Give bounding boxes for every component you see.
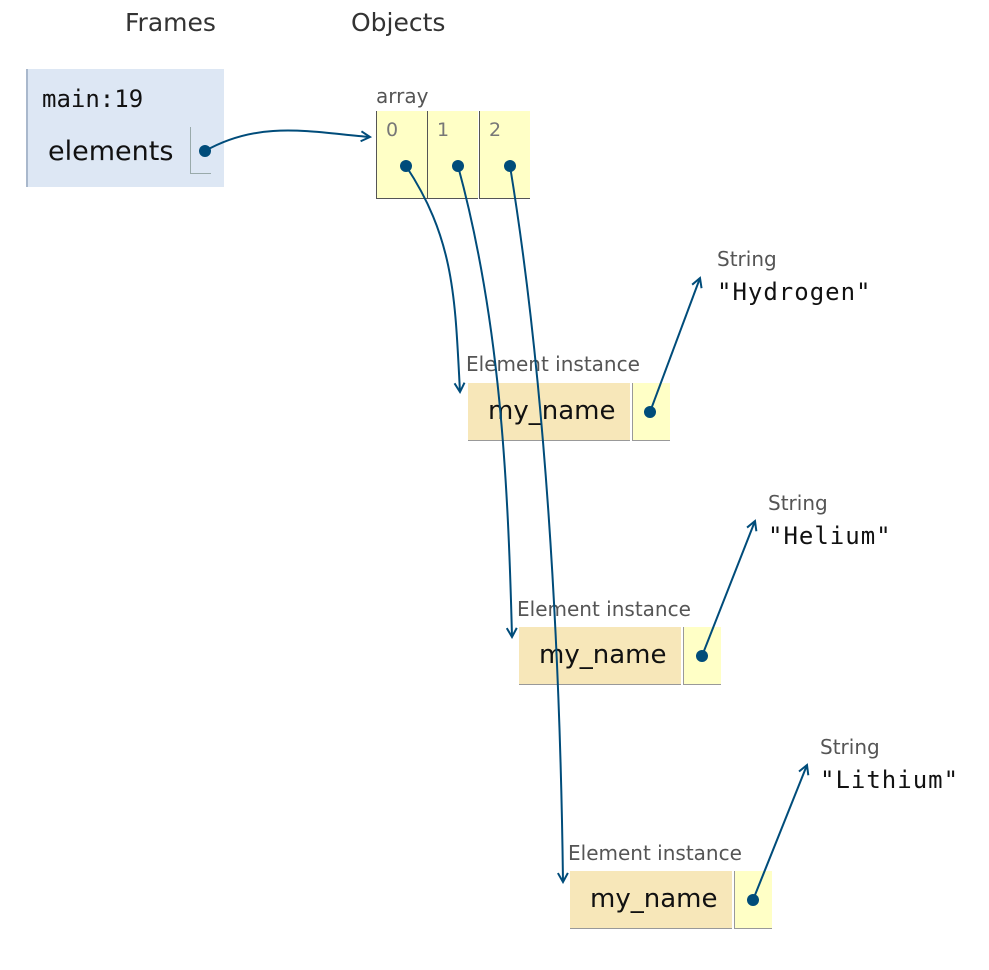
array-object: 0 1 2 (376, 111, 530, 200)
field-name: my_name (488, 396, 616, 426)
pointer-dot (644, 406, 656, 418)
instance-field: my_name (468, 383, 630, 441)
pointer-instance0-to-hydrogen (649, 278, 700, 413)
pointer-array2-to-instance2 (509, 165, 563, 882)
array-index: 1 (437, 119, 450, 141)
pointer-elements-to-array (204, 129, 370, 152)
array-label: array (376, 84, 429, 108)
instance-label: Element instance (568, 841, 742, 865)
objects-header: Objects (351, 8, 446, 37)
array-cell: 0 (376, 111, 427, 199)
instance-field: my_name (570, 871, 732, 929)
pointer-dot (747, 894, 759, 906)
pointer-dot (504, 160, 516, 172)
pointer-array1-to-instance1 (457, 165, 512, 637)
pointer-dot (400, 160, 412, 172)
string-value: "Lithium" (820, 766, 960, 794)
string-label: String (820, 735, 880, 759)
string-label: String (768, 491, 828, 515)
field-name: my_name (539, 640, 667, 670)
frames-header: Frames (125, 8, 216, 37)
instance-field: my_name (519, 627, 681, 685)
frame-variable-slot (190, 127, 211, 174)
array-index: 0 (386, 119, 399, 141)
array-cell: 2 (479, 111, 530, 199)
pointer-dot (452, 160, 464, 172)
instance-label: Element instance (517, 597, 691, 621)
pointer-array0-to-instance0 (405, 165, 460, 392)
pointer-instance2-to-lithium (752, 765, 807, 901)
string-value: "Hydrogen" (717, 278, 872, 306)
pointer-dot (696, 650, 708, 662)
string-value: "Helium" (768, 522, 892, 550)
stack-frame-main: main:19 elements (26, 69, 224, 187)
frame-name: main:19 (42, 85, 144, 113)
pointer-dot (199, 145, 211, 157)
frame-variable-elements: elements (48, 136, 174, 167)
array-cell: 1 (427, 111, 478, 199)
pointer-instance1-to-helium (701, 521, 755, 657)
string-label: String (717, 247, 777, 271)
array-index: 2 (489, 119, 502, 141)
field-name: my_name (590, 884, 718, 914)
